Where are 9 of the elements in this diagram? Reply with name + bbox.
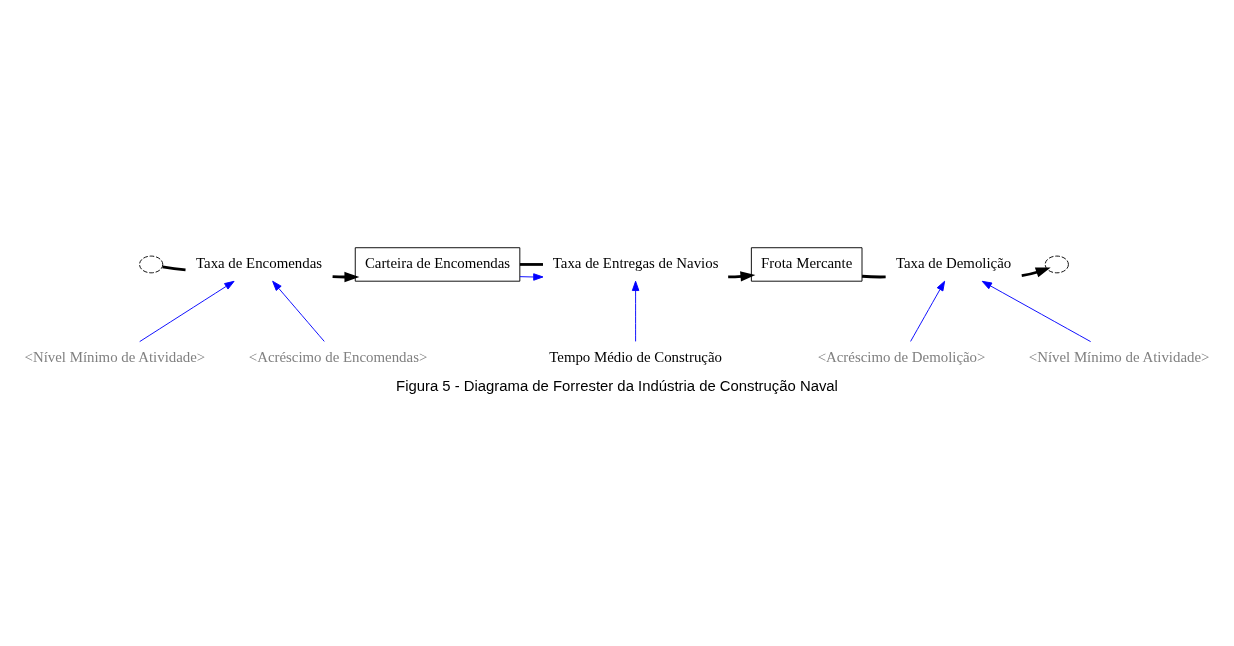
node-text: Tempo Médio de Construção (549, 348, 722, 365)
node-text: Taxa de Entregas de Navios (552, 254, 719, 271)
node-text: Taxa de Demolição (895, 254, 1012, 271)
node-text: <Acréscimo de Demolição> (817, 348, 986, 365)
node-text: <Nível Mínimo de Atividade> (24, 348, 206, 365)
node-text: <Nível Mínimo de Atividade> (1028, 348, 1210, 365)
node-text: <Acréscimo de Encomendas> (248, 348, 428, 365)
caption: Figura 5 - Diagrama de Forrester da Indústria de Construção Naval (396, 377, 838, 394)
node-text: Taxa de Encomendas (195, 254, 323, 271)
